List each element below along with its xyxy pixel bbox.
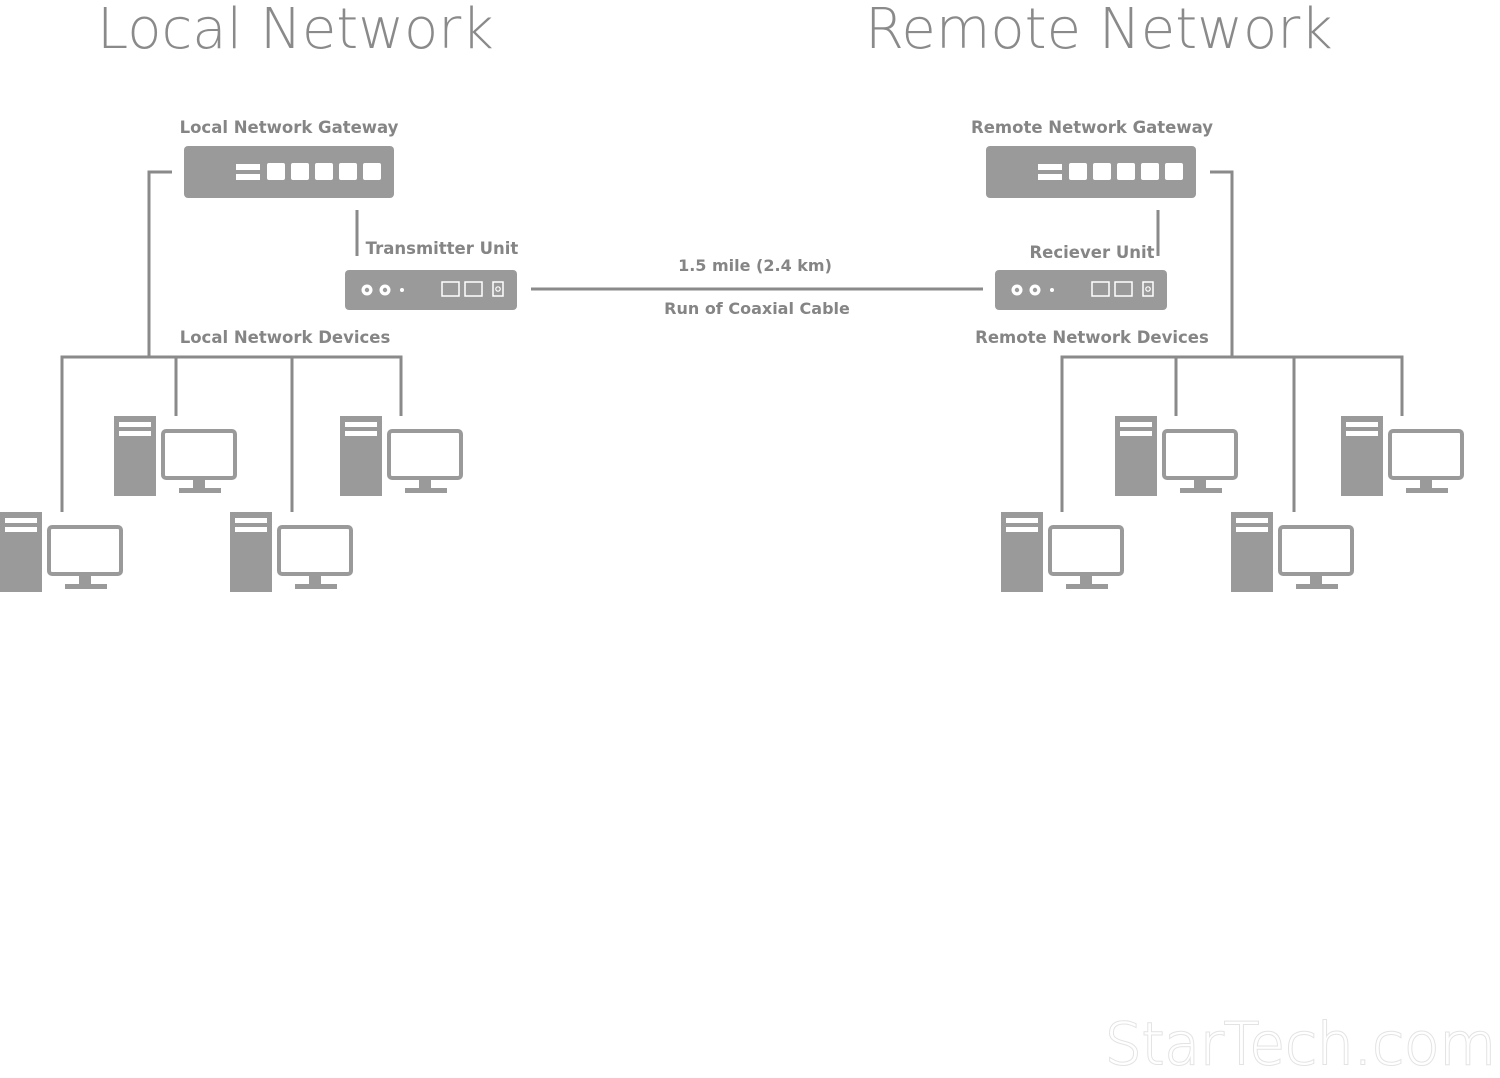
local-computer-2-icon — [338, 414, 463, 498]
local-wiring — [60, 170, 403, 512]
remote-computer-1-icon — [1113, 414, 1238, 498]
remote-computer-3-icon — [999, 510, 1124, 594]
remote-computer-2-icon — [1339, 414, 1464, 498]
remote-wiring — [1060, 170, 1404, 512]
local-computer-1-icon — [112, 414, 237, 498]
local-computer-4-icon — [228, 510, 353, 594]
local-gateway-label: Local Network Gateway — [180, 118, 399, 137]
local-gateway-icon — [184, 146, 394, 198]
remote-gateway-icon — [986, 146, 1196, 198]
transmitter-unit-label: Transmitter Unit — [366, 239, 519, 258]
link-distance-label: 1.5 mile (2.4 km) — [678, 256, 832, 275]
local-network-title: Local Network — [97, 0, 494, 62]
transmitter-unit-icon — [344, 269, 518, 311]
local-devices-label: Local Network Devices — [180, 328, 391, 347]
remote-devices-label: Remote Network Devices — [975, 328, 1209, 347]
remote-network-title: Remote Network — [865, 0, 1333, 62]
remote-computer-4-icon — [1229, 510, 1354, 594]
receiver-unit-label: Reciever Unit — [1029, 243, 1154, 262]
startech-logo: StarTech.com — [1105, 1010, 1496, 1078]
receiver-unit-icon — [994, 269, 1168, 311]
link-medium-label: Run of Coaxial Cable — [664, 299, 850, 318]
remote-gateway-label: Remote Network Gateway — [971, 118, 1213, 137]
local-computer-3-icon — [0, 510, 123, 594]
